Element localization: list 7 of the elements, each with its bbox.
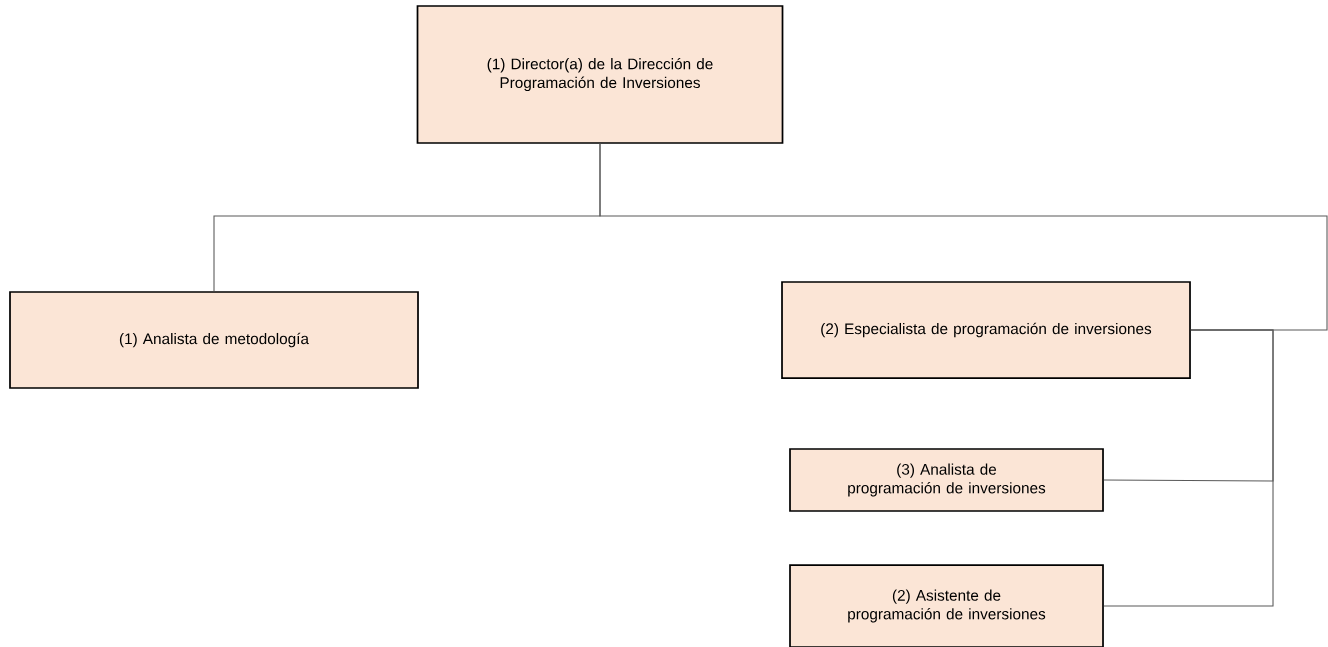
connector-line	[599, 143, 1328, 331]
position-box: (1) Director(a) de la Dirección de Programación de Inversiones	[416, 5, 784, 144]
connector-line	[1103, 329, 1274, 607]
position-box: (2) Asistente de programación de inversiones	[789, 564, 1104, 647]
position-box: (2) Especialista de programación de inversiones	[781, 281, 1191, 379]
position-box: (3) Analista de programación de inversiones	[789, 448, 1104, 512]
position-box: (1) Analista de metodología	[9, 291, 419, 389]
